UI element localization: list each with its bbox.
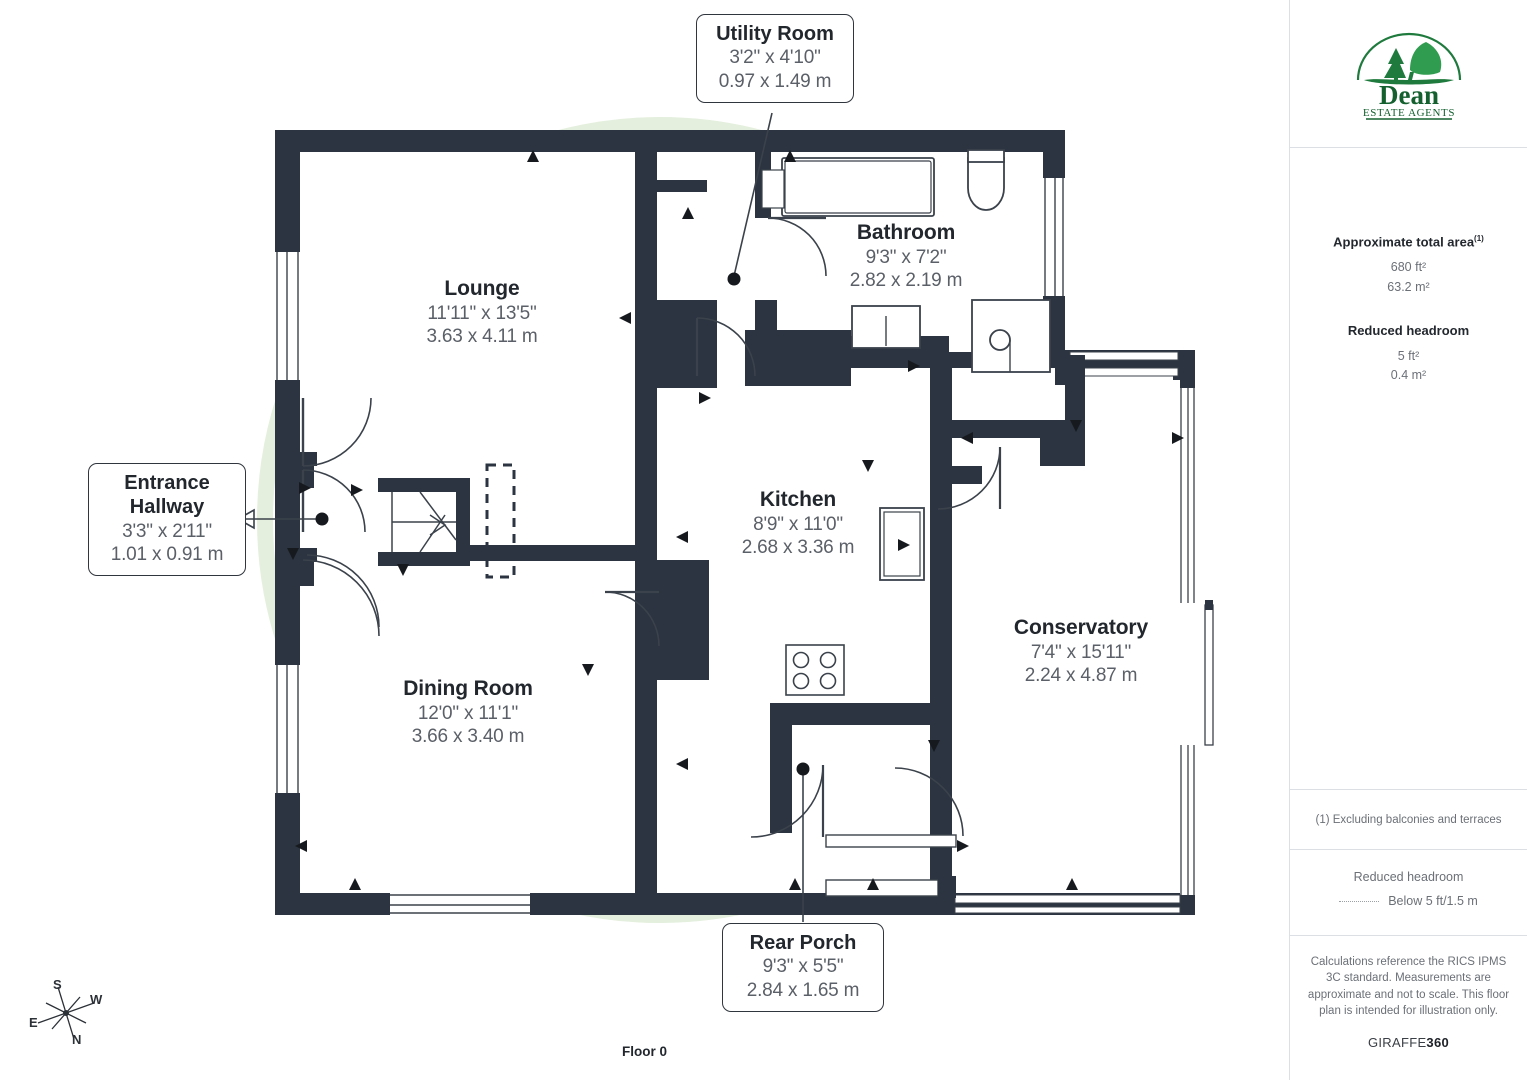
brand-logo: Dean ESTATE AGENTS	[1290, 0, 1527, 148]
callout-leaders	[237, 112, 810, 922]
total-area-heading: Approximate total area(1)	[1304, 234, 1513, 249]
footnote-text: (1) Excluding balconies and terraces	[1315, 813, 1502, 826]
headroom-legend-row: Below 5 ft/1.5 m	[1304, 894, 1513, 908]
callout-name-entrance-line2: Hallway	[129, 496, 205, 519]
area-summary: Approximate total area(1) 680 ft² 63.2 m…	[1290, 148, 1527, 790]
bathroom-fixtures	[761, 149, 1051, 373]
callout-name-entrance-line1: Entrance	[124, 472, 210, 494]
headroom-legend-value: Below 5 ft/1.5 m	[1388, 894, 1478, 908]
callout-metric-entrance: 1.01 x 0.91 m	[110, 543, 224, 565]
compass-label-south: S	[53, 977, 62, 992]
brand-prefix: GIRAFFE	[1367, 1035, 1427, 1051]
reduced-headroom-sqm: 0.4 m²	[1390, 368, 1427, 383]
callout-rear-porch[interactable]: Rear Porch 9'3" x 5'5" 2.84 x 1.65 m	[722, 923, 884, 1012]
fixture-blocks	[657, 316, 717, 680]
logo-sub-text: ESTATE AGENTS	[1362, 107, 1454, 119]
callout-imperial-entrance: 3'3" x 2'11"	[122, 520, 212, 542]
floor-caption: Floor 0	[621, 1044, 667, 1059]
total-area-sqft: 680 ft²	[1390, 260, 1427, 275]
compass-label-east: E	[29, 1015, 38, 1030]
dashed-line-icon	[1339, 900, 1380, 902]
headroom-legend: Reduced headroom Below 5 ft/1.5 m	[1290, 850, 1527, 936]
reduced-headroom-sqft: 5 ft²	[1397, 349, 1420, 364]
total-area-footnote-marker: (1)	[1474, 234, 1484, 243]
rear-porch	[825, 834, 957, 898]
viewpoint-markers	[287, 150, 1184, 890]
compass-rose: S W E N	[28, 975, 138, 1060]
logo-brand-text: Dean	[1379, 80, 1439, 110]
compass-icon	[37, 986, 95, 1040]
door-swings	[301, 216, 1002, 838]
callout-utility-room[interactable]: Utility Room 3'2" x 4'10" 0.97 x 1.49 m	[696, 14, 854, 103]
info-sidebar: Dean ESTATE AGENTS Approximate total are…	[1289, 0, 1527, 1080]
callout-imperial-porch: 9'3" x 5'5"	[762, 956, 844, 978]
legal-text: Calculations reference the RICS IPMS 3C …	[1307, 956, 1510, 1017]
headroom-legend-title: Reduced headroom	[1353, 870, 1464, 884]
dean-estate-agents-logo-icon: Dean ESTATE AGENTS	[1356, 32, 1461, 120]
floor-plan-drawing: Dean ESTATE AGENTS	[237, 112, 1214, 923]
reduced-headroom-heading: Reduced headroom	[1347, 323, 1470, 339]
floor-plan-canvas: Dean ESTATE AGENTS	[28, 14, 1214, 1060]
staircase	[391, 491, 457, 553]
compass-label-west: W	[90, 992, 103, 1007]
total-area-sqm: 63.2 m²	[1387, 279, 1430, 294]
callout-metric-utility: 0.97 x 1.49 m	[718, 70, 832, 92]
footnote-row: (1) Excluding balconies and terraces	[1290, 790, 1527, 850]
reduced-headroom-region	[485, 463, 516, 579]
callout-metric-porch: 2.84 x 1.65 m	[746, 979, 860, 1001]
brand-suffix: 360	[1426, 1035, 1450, 1051]
total-area-heading-text: Approximate total area	[1333, 234, 1475, 250]
callout-imperial-utility: 3'2" x 4'10"	[729, 47, 821, 69]
callout-entrance-hallway[interactable]: Entrance Hallway 3'3" x 2'11" 1.01 x 0.9…	[88, 463, 246, 577]
windows	[275, 178, 1214, 915]
legal-disclaimer: Calculations reference the RICS IPMS 3C …	[1290, 936, 1527, 1080]
compass-label-north: N	[72, 1032, 82, 1047]
callout-name-utility: Utility Room	[716, 23, 834, 45]
callout-name-porch: Rear Porch	[749, 932, 857, 954]
giraffe360-brand: GIRAFFE360	[1304, 1035, 1513, 1050]
